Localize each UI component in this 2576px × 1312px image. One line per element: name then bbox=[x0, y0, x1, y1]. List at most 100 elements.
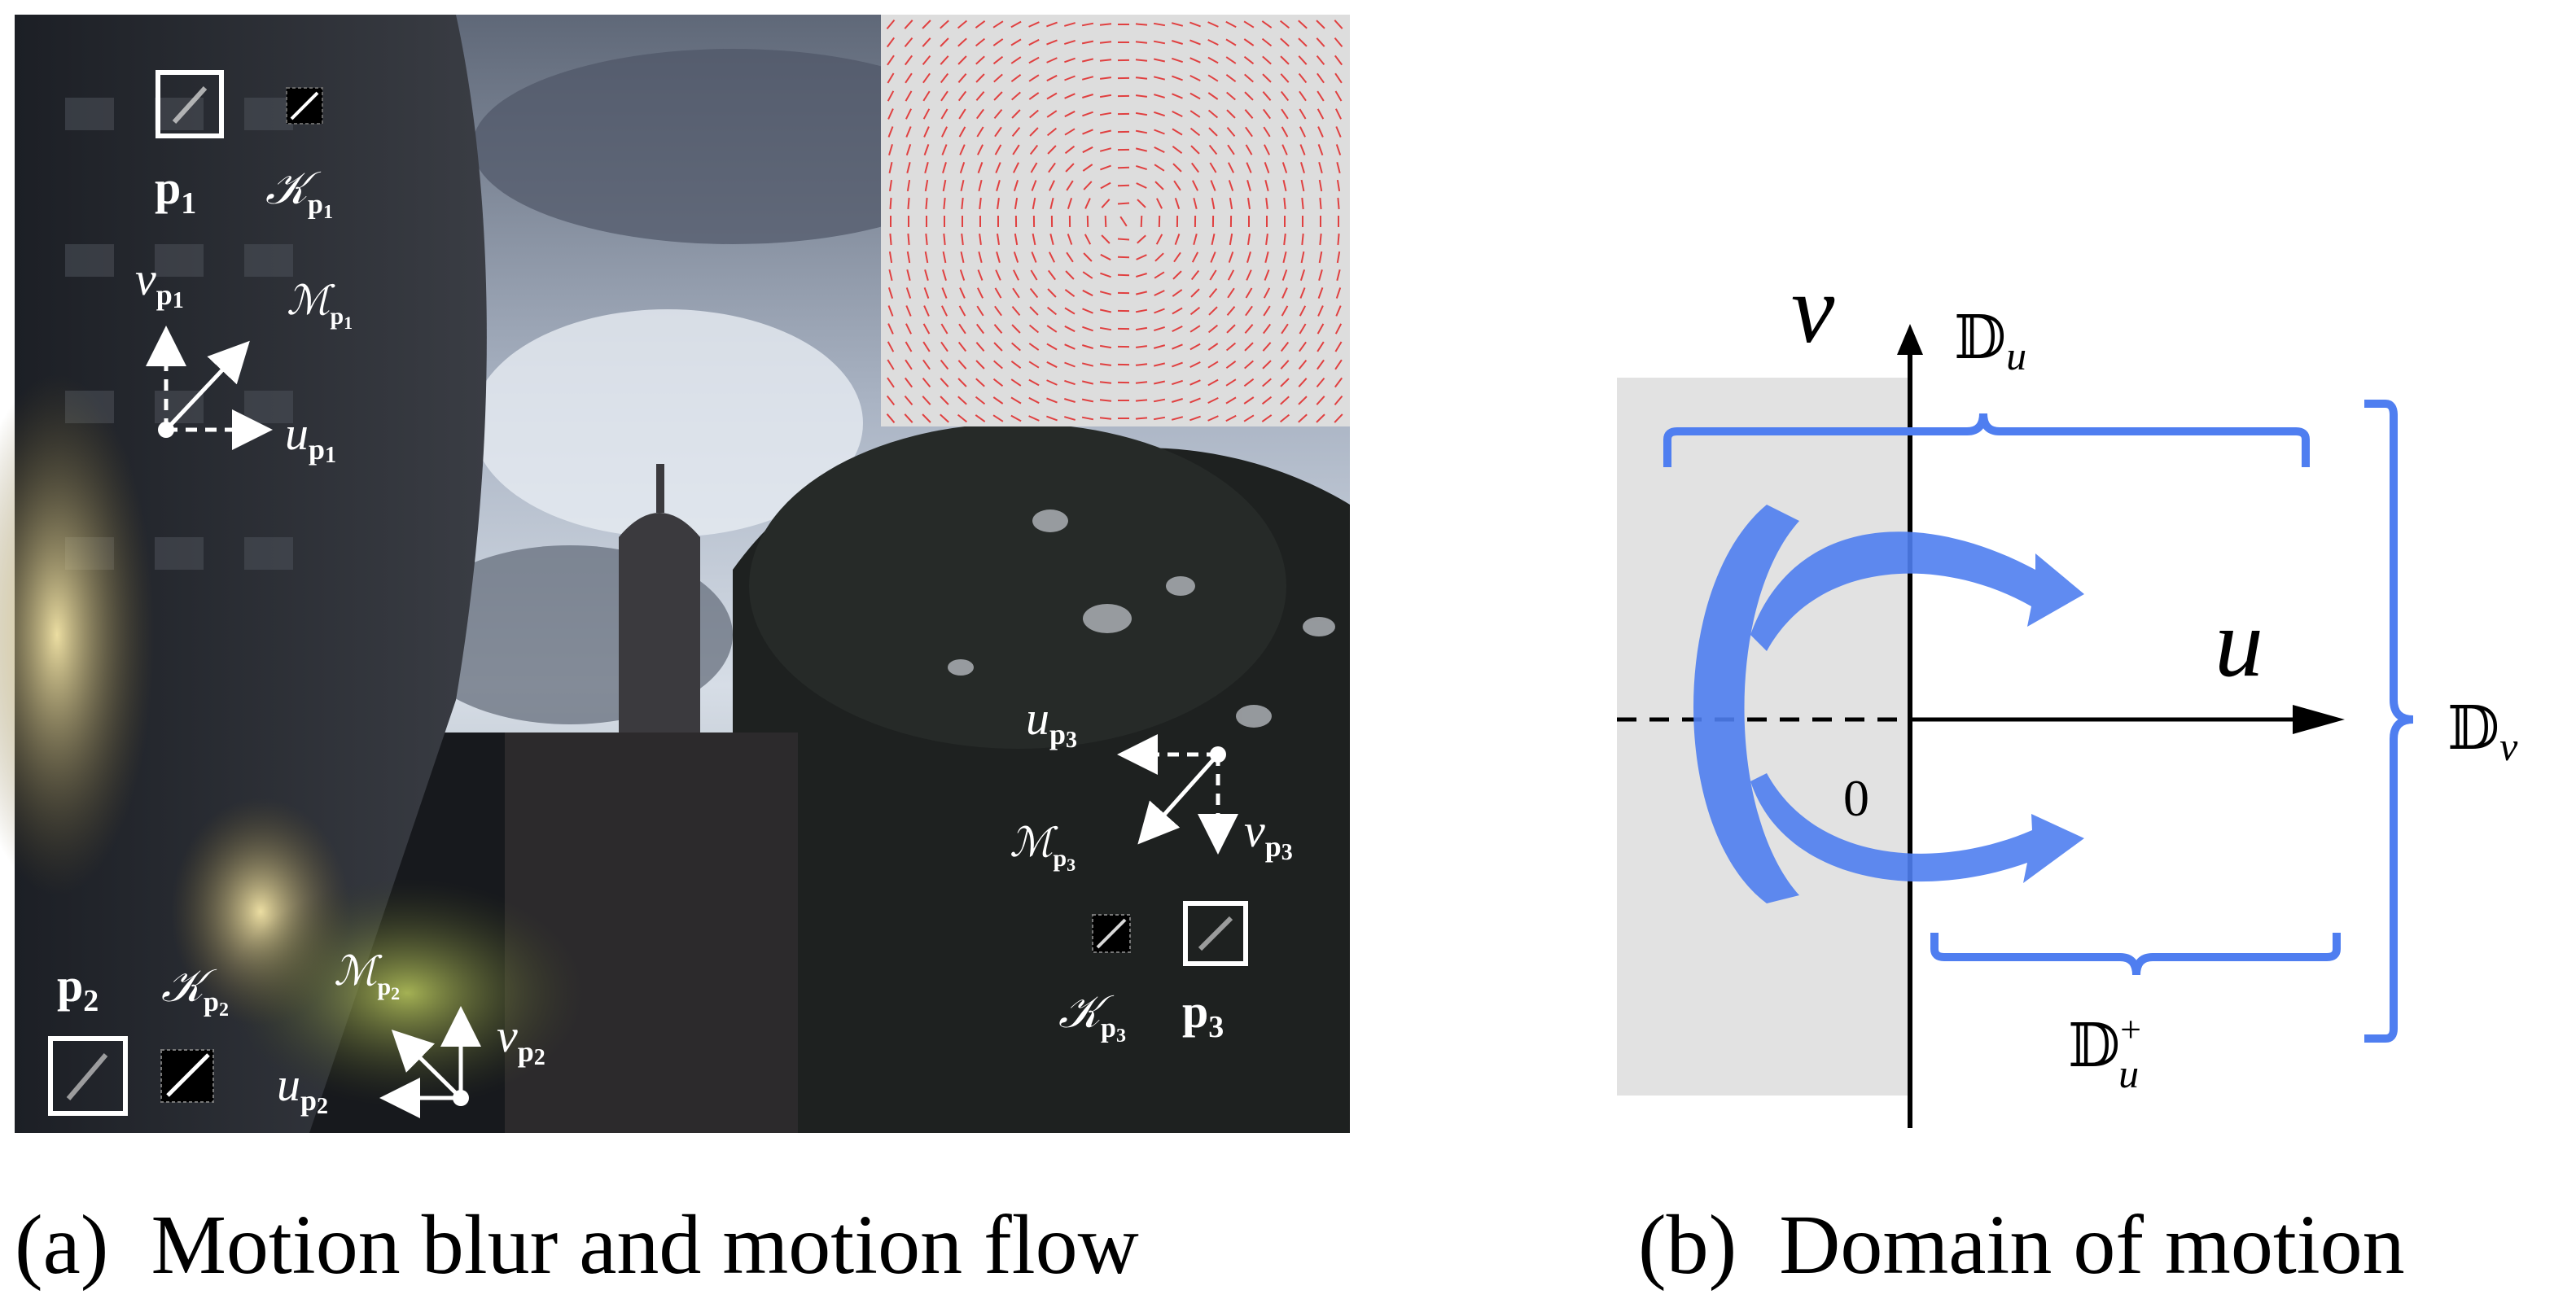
flow-vector bbox=[958, 108, 966, 120]
flow-vector bbox=[1243, 20, 1255, 28]
flow-vector bbox=[887, 359, 895, 370]
flow-vector bbox=[887, 72, 895, 84]
flow-vector bbox=[1046, 306, 1058, 316]
flow-vector bbox=[1028, 361, 1040, 369]
flow-vector bbox=[1100, 164, 1111, 171]
u-p1-label: up1 bbox=[285, 407, 336, 468]
flow-vector bbox=[1283, 197, 1286, 210]
flow-vector bbox=[1319, 197, 1322, 210]
flow-vector bbox=[1049, 197, 1054, 210]
flow-vector bbox=[1137, 199, 1146, 208]
flow-vector bbox=[1064, 145, 1076, 155]
d-v-label: 𝔻v bbox=[2447, 696, 2518, 769]
flow-vector bbox=[1336, 161, 1341, 174]
flow-vector bbox=[957, 413, 968, 423]
flow-vector bbox=[1082, 111, 1093, 117]
flow-vector bbox=[1244, 324, 1254, 334]
flow-vector bbox=[941, 287, 948, 299]
flow-vector bbox=[1246, 251, 1251, 263]
flow-vector bbox=[1316, 20, 1325, 29]
flow-vector bbox=[1244, 73, 1254, 83]
flow-vector bbox=[959, 287, 966, 299]
flow-vector bbox=[1243, 378, 1255, 387]
p2-patch bbox=[48, 1036, 128, 1116]
flow-vector bbox=[992, 414, 1004, 422]
flow-vector bbox=[1316, 37, 1325, 47]
flow-vector bbox=[1082, 94, 1093, 98]
flow-vector bbox=[1154, 181, 1164, 190]
flow-vector bbox=[1081, 398, 1094, 403]
flow-vector bbox=[1028, 396, 1040, 405]
flow-vector bbox=[979, 233, 982, 246]
flow-vector bbox=[925, 233, 928, 246]
flow-vector bbox=[1261, 396, 1273, 405]
flow-vector bbox=[1335, 305, 1342, 317]
flow-vector bbox=[1193, 197, 1198, 210]
flow-vector bbox=[1334, 341, 1343, 352]
flow-vector bbox=[1279, 20, 1290, 29]
flow-vector bbox=[1261, 414, 1273, 422]
flow-vector bbox=[1048, 162, 1056, 173]
flow-vector bbox=[1316, 413, 1325, 423]
flow-vector bbox=[975, 37, 986, 47]
p3-label: p3 bbox=[1182, 985, 1224, 1044]
flow-vector bbox=[922, 341, 931, 352]
flow-vector bbox=[1099, 363, 1112, 366]
flow-vector bbox=[1226, 91, 1236, 101]
flow-vector bbox=[887, 287, 894, 299]
flow-vector bbox=[957, 341, 967, 352]
flow-vector bbox=[1046, 361, 1058, 369]
flow-vector bbox=[1264, 144, 1270, 155]
flow-vector bbox=[940, 72, 949, 84]
flow-vector bbox=[1298, 413, 1308, 423]
flow-vector bbox=[888, 269, 893, 282]
flow-vector bbox=[1316, 108, 1325, 120]
flow-vector bbox=[887, 341, 895, 352]
flow-vector bbox=[1028, 21, 1040, 28]
flow-vector bbox=[978, 251, 983, 264]
flow-vector bbox=[957, 73, 967, 83]
flow-vector bbox=[1046, 343, 1058, 351]
flow-vector bbox=[889, 179, 892, 192]
flow-vector bbox=[1028, 38, 1040, 46]
flow-vector bbox=[922, 37, 931, 47]
flow-vector bbox=[904, 413, 913, 423]
flow-vector bbox=[977, 144, 984, 155]
d-u-brace bbox=[1663, 413, 2310, 467]
flow-vector bbox=[992, 20, 1004, 28]
flow-vector bbox=[886, 395, 896, 406]
flow-vector bbox=[1064, 110, 1076, 118]
flow-vector bbox=[957, 90, 967, 102]
flow-vector bbox=[1064, 379, 1076, 386]
flow-vector bbox=[1084, 234, 1092, 245]
flow-vector bbox=[1135, 381, 1148, 384]
flow-vector bbox=[924, 179, 929, 192]
flow-vector bbox=[942, 251, 947, 264]
flow-vector bbox=[1082, 344, 1093, 349]
flow-vector bbox=[1245, 287, 1253, 299]
flow-vector bbox=[1280, 396, 1290, 405]
flow-vector bbox=[1316, 396, 1325, 405]
flow-vector bbox=[992, 55, 1004, 65]
flow-vector bbox=[1298, 72, 1308, 84]
flow-vector bbox=[975, 396, 986, 405]
flow-vector bbox=[1208, 306, 1218, 316]
flow-vector bbox=[941, 126, 948, 138]
flow-vector bbox=[905, 341, 913, 352]
flow-vector bbox=[1207, 39, 1219, 46]
p1-annotation bbox=[146, 70, 323, 450]
flow-vector bbox=[975, 360, 985, 370]
flow-vector bbox=[904, 395, 913, 406]
flow-vector bbox=[1046, 325, 1058, 333]
flow-vector bbox=[1299, 323, 1307, 335]
flow-vector bbox=[1011, 109, 1021, 119]
flow-vector bbox=[905, 126, 912, 138]
flow-vector bbox=[977, 162, 984, 173]
flow-vector bbox=[1193, 233, 1198, 246]
flow-vector bbox=[886, 19, 896, 30]
flow-vector bbox=[993, 91, 1003, 101]
flow-vector bbox=[975, 378, 985, 387]
flow-vector bbox=[1263, 287, 1271, 299]
flow-vector bbox=[957, 55, 967, 65]
